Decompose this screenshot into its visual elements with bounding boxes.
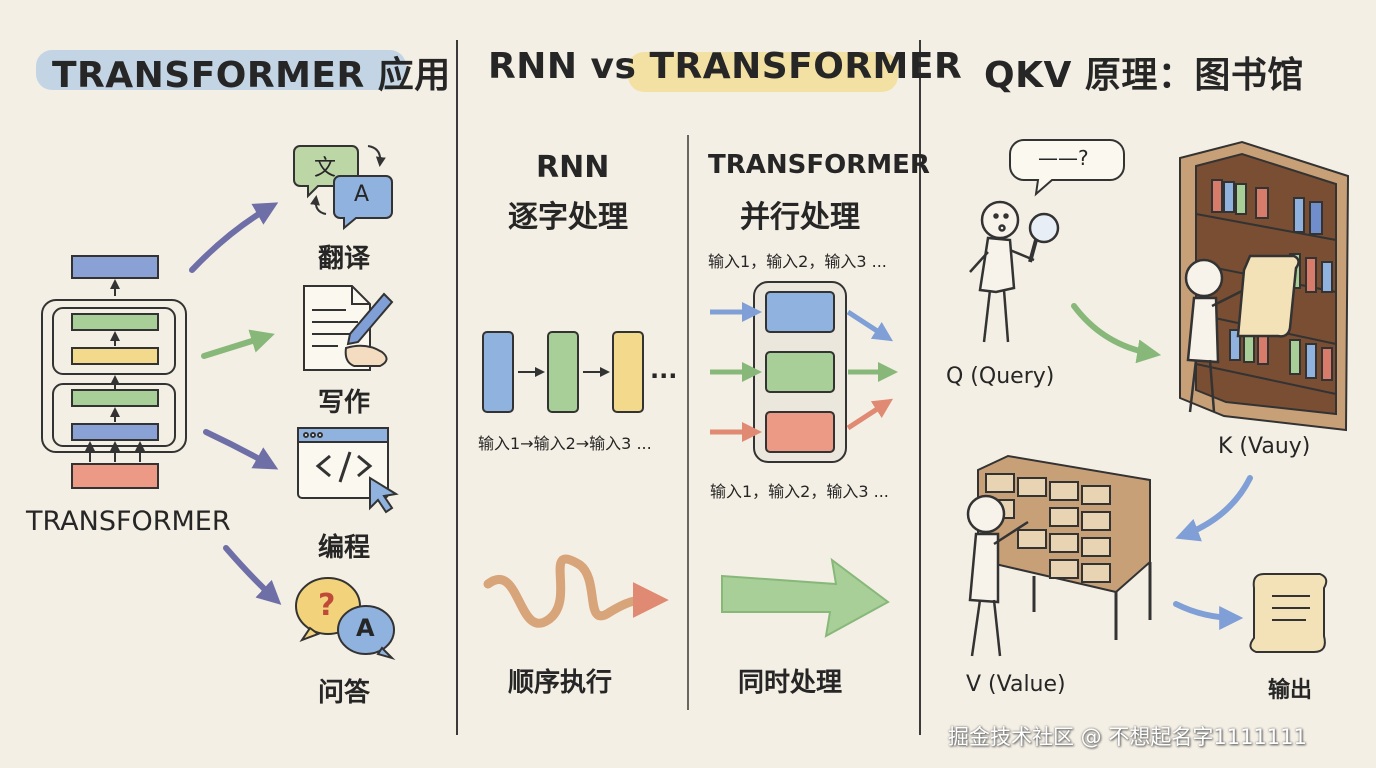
arrow-to-qa xyxy=(226,548,276,600)
arrow-v-to-output xyxy=(1176,604,1236,618)
compare-title: RNN vs TRANSFORMER xyxy=(488,46,962,87)
arrow-to-writing xyxy=(204,336,268,356)
qa-glyph-a: A xyxy=(356,614,375,642)
rnn-inputs: 输入1→输入2→输入3 ... xyxy=(478,430,652,454)
translate-glyph-a: A xyxy=(354,182,369,207)
transformer-parallel-block xyxy=(754,282,846,462)
app-label-writing: 写作 xyxy=(318,382,370,419)
output-label: 输出 xyxy=(1268,672,1312,704)
coding-icon xyxy=(298,428,396,512)
parallel-big-arrow xyxy=(722,560,888,636)
qkv-title: QKV 原理：图书馆 xyxy=(984,46,1304,98)
watermark: 掘金技术社区 @ 不想起名字1111111 xyxy=(948,721,1307,751)
arrow-k-to-v xyxy=(1182,478,1250,536)
translate-icon xyxy=(294,146,392,228)
rnn-summary: 顺序执行 xyxy=(508,662,612,699)
qa-icon xyxy=(296,578,394,658)
writing-icon xyxy=(304,286,392,370)
app-label-translate: 翻译 xyxy=(318,238,370,275)
q-label: Q (Query) xyxy=(946,364,1054,389)
v-label: V (Value) xyxy=(966,672,1066,697)
rnn-ellipsis: ... xyxy=(650,356,677,384)
apps-title: TRANSFORMER 应用 xyxy=(52,46,451,98)
arrow-to-coding xyxy=(206,432,272,466)
qa-glyph-question: ? xyxy=(318,588,335,623)
transformer-mode: 并行处理 xyxy=(740,192,860,236)
transformer-inputs-bottom: 输入1，输入2，输入3 ... xyxy=(710,478,889,502)
transformer-summary: 同时处理 xyxy=(738,662,842,699)
card-catalog-icon xyxy=(978,456,1150,640)
query-bubble-text: ——? xyxy=(1038,146,1089,170)
app-label-coding: 编程 xyxy=(318,527,370,564)
sequential-wave-arrow xyxy=(488,559,658,623)
arrow-q-to-k xyxy=(1074,306,1154,354)
app-label-qa: 问答 xyxy=(318,672,370,709)
output-scroll-icon xyxy=(1250,574,1326,652)
transformer-architecture-icon xyxy=(42,256,186,488)
transformer-inputs-top: 输入1，输入2，输入3 ... xyxy=(708,248,887,272)
arrow-to-translate xyxy=(192,206,272,270)
output-arrow-1 xyxy=(848,312,888,338)
rnn-chain xyxy=(483,332,643,412)
rnn-mode: 逐字处理 xyxy=(508,192,628,236)
transformer-name: TRANSFORMER xyxy=(708,150,930,180)
k-label: K (Vauy) xyxy=(1218,434,1310,459)
translate-glyph-wen: 文 xyxy=(314,150,336,182)
query-person-icon xyxy=(970,202,1058,342)
transformer-model-label: TRANSFORMER xyxy=(26,506,231,537)
output-arrow-3 xyxy=(848,402,888,428)
rnn-name: RNN xyxy=(536,150,609,185)
